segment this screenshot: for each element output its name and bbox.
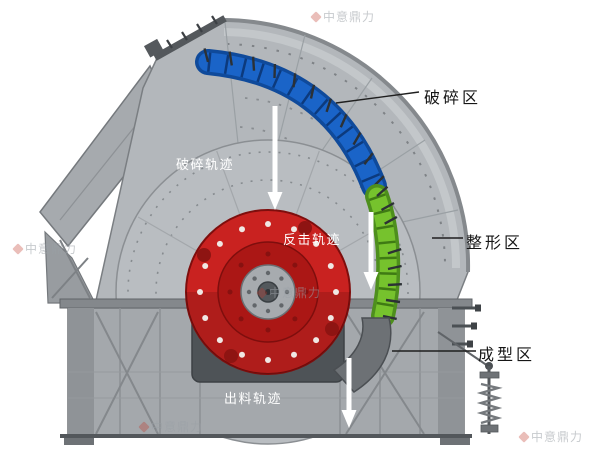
brand-icon <box>310 10 322 23</box>
leader-lines <box>335 91 476 352</box>
tension-spring-assembly <box>437 331 503 434</box>
crushing-liner <box>195 48 387 199</box>
shaping-liner-bolts <box>376 185 402 321</box>
shaping-liner <box>365 184 402 328</box>
label-forming-zone: 成型区 <box>478 347 536 364</box>
label-crushing-trajectory: 破碎轨迹 <box>176 157 235 172</box>
rotor-bolt-ring <box>197 221 339 363</box>
crushing-liner-bolts <box>203 48 385 187</box>
leader-crushing-zone <box>335 91 420 104</box>
top-plate-studs <box>166 15 218 49</box>
rotor <box>185 209 351 375</box>
watermark: 中意鼎力 <box>310 8 375 25</box>
frame-braces <box>95 311 425 435</box>
watermark: 中意鼎力 <box>256 284 321 301</box>
brand-icon <box>138 420 150 433</box>
watermark: 中意鼎力 <box>138 418 203 435</box>
label-crushing-zone: 破碎区 <box>424 90 482 107</box>
label-rebound-trajectory: 反击轨迹 <box>283 232 342 247</box>
spring-coil <box>476 382 503 425</box>
watermark: 中意鼎力 <box>518 428 583 445</box>
brand-icon <box>518 430 530 443</box>
watermark: 中意鼎力 <box>12 240 77 257</box>
brand-icon <box>12 242 24 255</box>
brand-icon <box>256 286 268 299</box>
trajectory-arrows <box>267 106 379 428</box>
label-discharge-trajectory: 出料轨迹 <box>224 391 283 406</box>
label-shaping-zone: 整形区 <box>466 235 524 252</box>
